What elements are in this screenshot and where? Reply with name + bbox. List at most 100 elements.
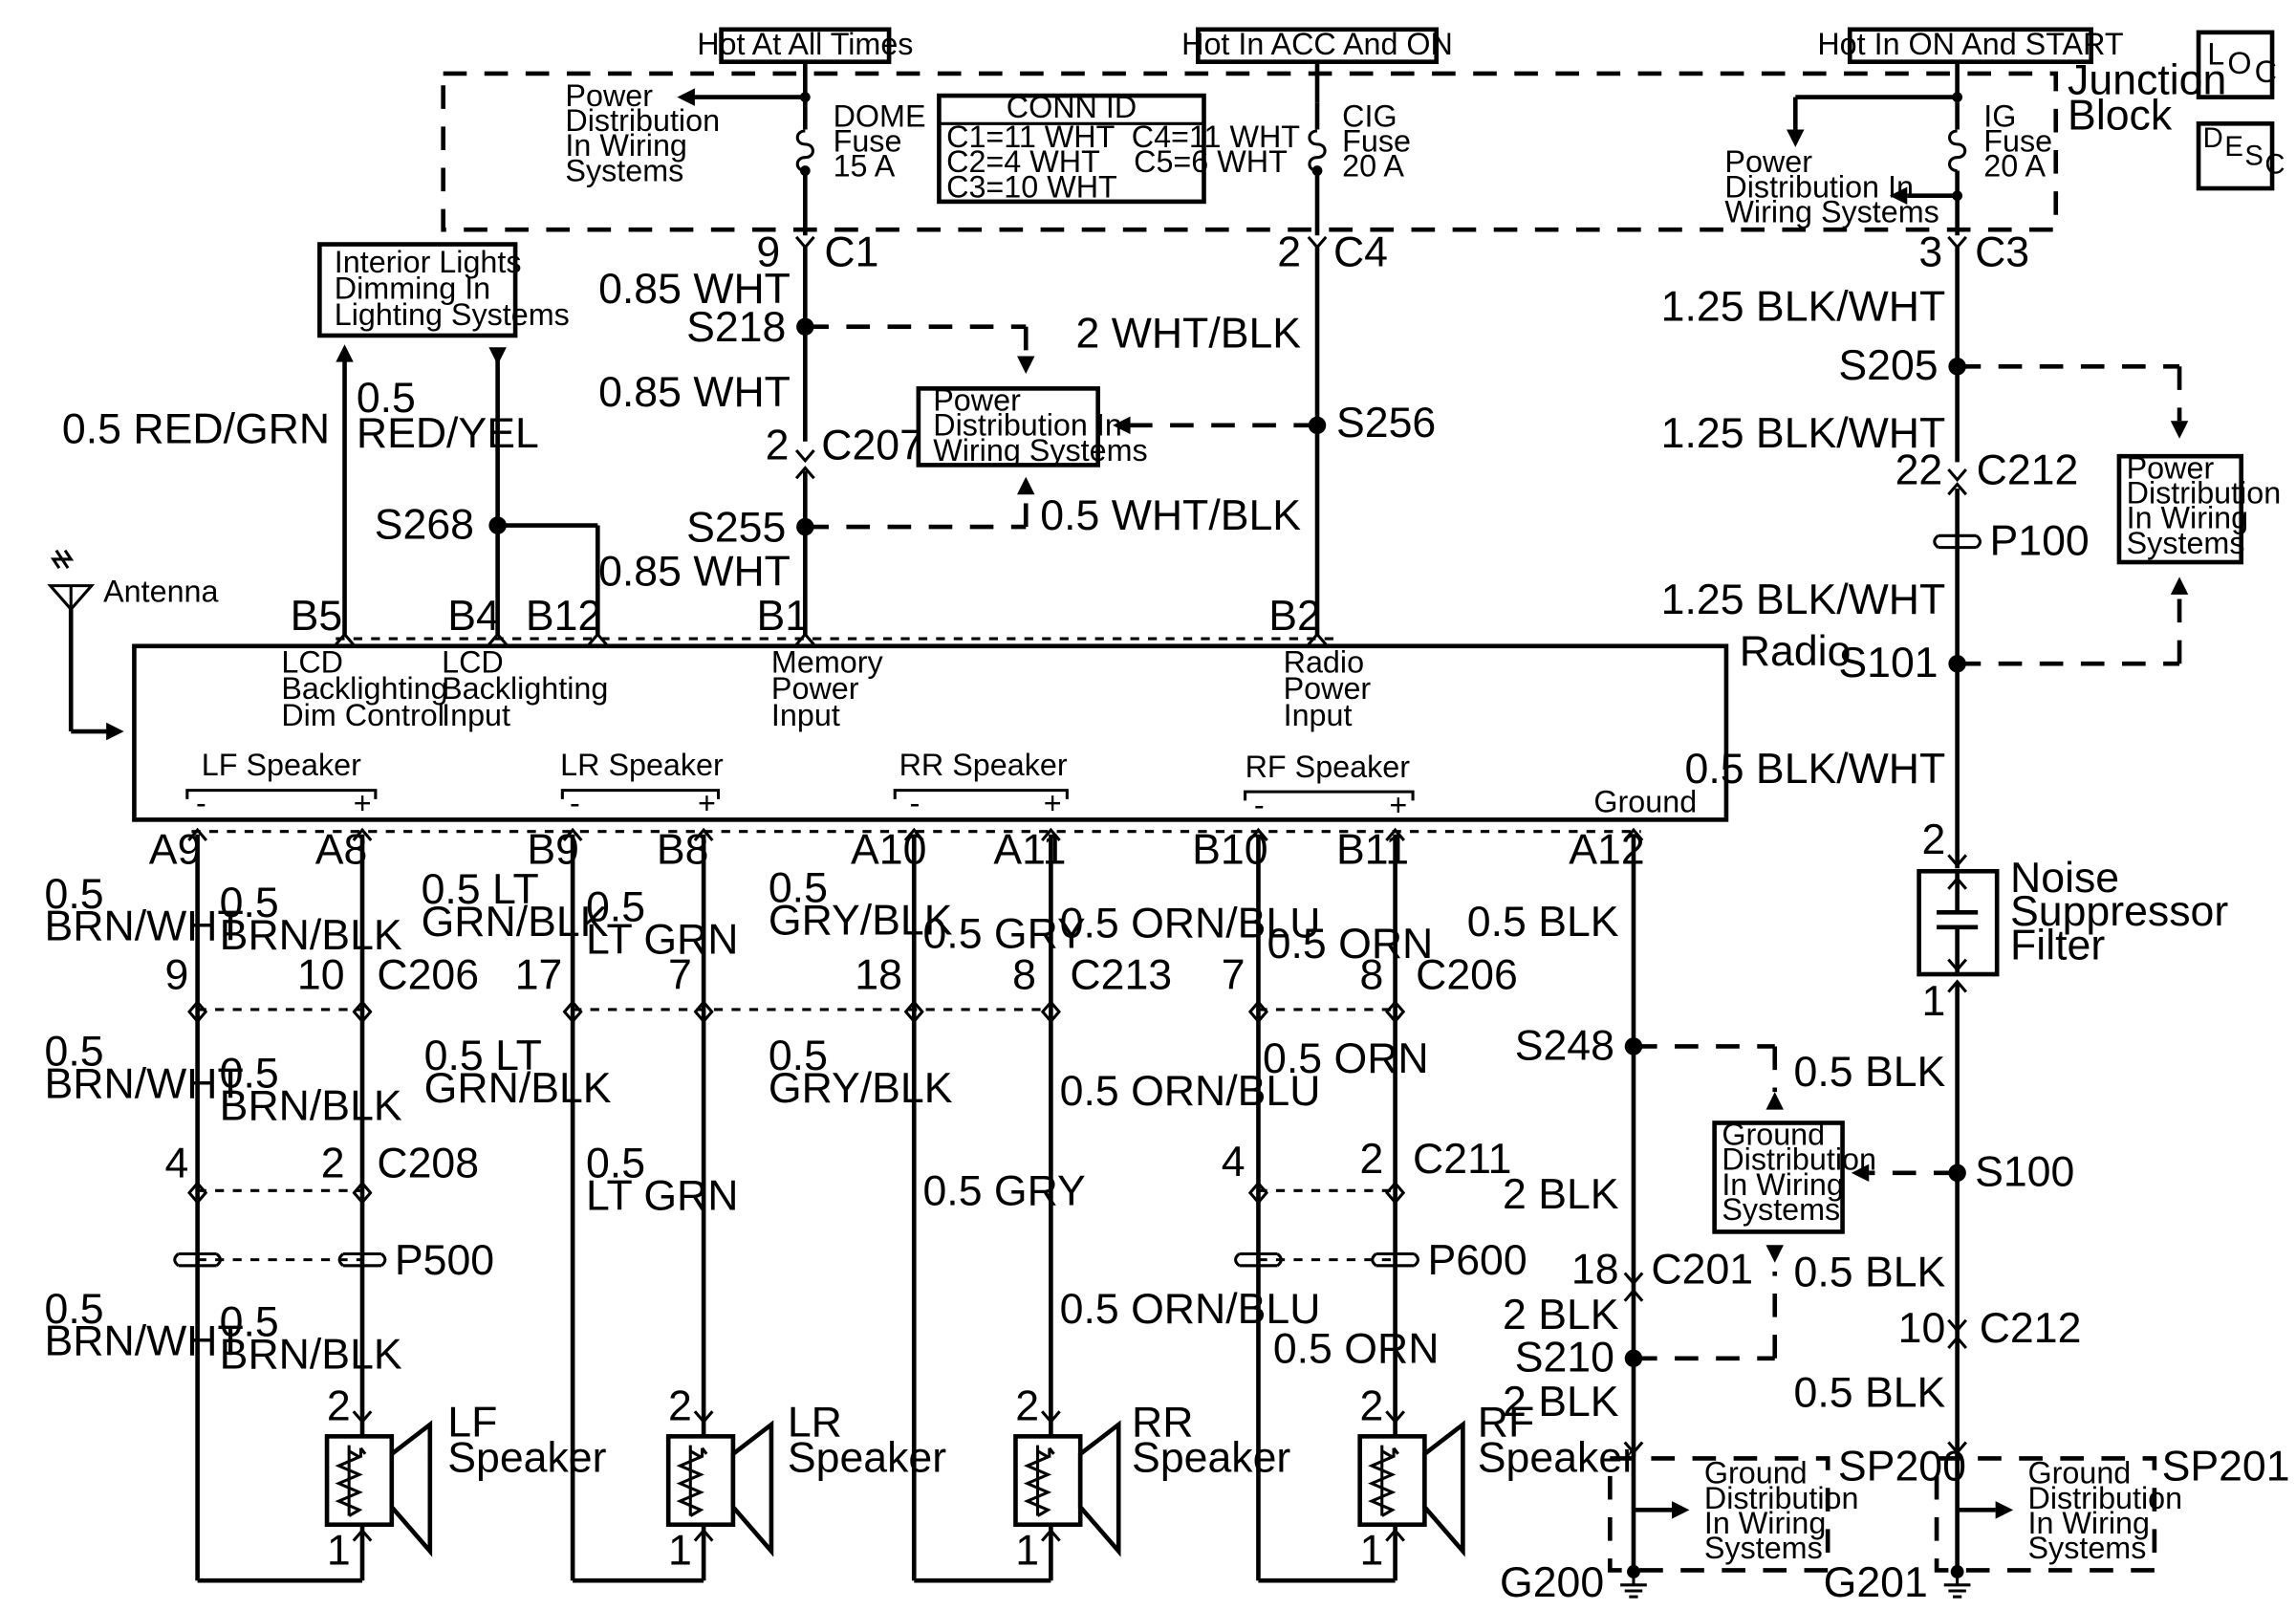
c3-cavity: 3 (1918, 229, 1942, 276)
dome-fuse-icon (795, 129, 814, 173)
c206-cavity: 10 (297, 951, 345, 998)
c212-connector-label: C212 (1977, 446, 2079, 493)
hot-in-on-box (1847, 27, 2094, 64)
s205-label: S205 (1838, 342, 1938, 389)
s218-label: S218 (686, 304, 786, 351)
loc-icon[interactable] (2196, 30, 2275, 99)
c207-cavity: 2 (766, 422, 790, 468)
wire-05-blk: 0.5 BLK (1794, 1049, 1946, 1096)
c4-cavity: 2 (1277, 229, 1301, 276)
c212-cavity: 10 (1898, 1305, 1946, 1352)
s101-label: S101 (1838, 640, 1938, 686)
radio-rr-speaker-output: RR Speaker - + (893, 748, 1069, 820)
speaker-pin: 1 (1359, 1527, 1383, 1574)
wire-orn-blu: 0.5 ORN/BLU (1060, 1286, 1321, 1333)
cig-fuse-icon (1308, 129, 1327, 173)
wire-05-blk-wht: 0.5 BLK/WHT (1685, 746, 1946, 793)
c211-cavity: 4 (1222, 1139, 1245, 1186)
sp201-label: SP201 (2162, 1444, 2290, 1490)
radio-lf-speaker-output: LF Speaker - + (185, 748, 378, 820)
speaker-pin: 1 (668, 1527, 692, 1574)
interior-lights-ref-box[interactable] (317, 242, 518, 338)
minus-sign: - (1254, 788, 1265, 822)
hot-at-all-times-label: Hot At All Times (697, 27, 913, 61)
c213-cavity: 17 (515, 951, 563, 998)
c208-cavity: 4 (165, 1140, 189, 1186)
plus-sign: + (698, 786, 716, 820)
g200-label: G200 (1500, 1559, 1604, 1606)
desc-icon[interactable] (2196, 120, 2275, 191)
speaker-pin: 2 (1015, 1382, 1039, 1429)
c4-connector-label: C4 (1333, 229, 1388, 276)
conn-id-box (937, 93, 1206, 205)
wire-orn: 0.5 ORN (1263, 1035, 1429, 1082)
g201-label: G201 (1824, 1559, 1928, 1606)
pin-b5: B5 (291, 593, 343, 640)
c208-connector-label: C208 (377, 1140, 479, 1186)
radio-speaker-label: LF Speaker (202, 748, 361, 782)
antenna-label: Antenna (103, 575, 218, 609)
radio-title: Radio (1740, 628, 1852, 675)
s256-label: S256 (1336, 400, 1436, 446)
nsf-pin: 1 (1921, 978, 1945, 1025)
wire-orn-blu: 0.5 ORN/BLU (1060, 1068, 1321, 1115)
conn-id-row: C2=4 WHT C5=6 WHT (946, 144, 1288, 179)
pd-right-box[interactable] (2116, 453, 2244, 565)
speaker-pin: 2 (1359, 1382, 1383, 1429)
c201-connector-label: C201 (1651, 1246, 1753, 1293)
conn-id-row: C3=10 WHT (946, 169, 1117, 204)
c208-cavity: 2 (321, 1140, 345, 1186)
conn-id-row: C1=11 WHT C4=11 WHT (946, 120, 1300, 154)
desc-label: DESC (2203, 123, 2285, 181)
minus-sign: - (196, 786, 206, 820)
s255-label: S255 (686, 504, 786, 551)
c1-cavity: 9 (756, 229, 780, 276)
c201-cavity: 18 (1571, 1246, 1619, 1293)
c212-connector-label: C212 (1980, 1305, 2082, 1352)
c211-cavity: 2 (1359, 1136, 1383, 1183)
pin-b1: B1 (757, 593, 810, 640)
wire-red-grn: 0.5 RED/GRN (62, 405, 330, 452)
pd-center-box[interactable] (916, 386, 1100, 468)
c213-connector-label: C213 (1070, 951, 1172, 998)
wire-2-wht-blk: 2 WHT/BLK (1076, 310, 1302, 357)
p600-label: P600 (1427, 1237, 1527, 1284)
plus-sign: + (1389, 788, 1407, 822)
wire-gry: 0.5 GRY (922, 910, 1085, 957)
radio-speaker-label: RF Speaker (1245, 750, 1411, 784)
hot-in-on-label: Hot In ON And START (1817, 27, 2123, 61)
junction-block-outline (441, 71, 2059, 232)
c206-connector-label: C206 (1416, 951, 1518, 998)
wire-blk: 0.5 BLK (1467, 899, 1619, 946)
pin-b4: B4 (447, 593, 500, 640)
ground-dist-ref-box[interactable] (1712, 1120, 1845, 1234)
radio-lr-speaker-output: LR Speaker - + (560, 748, 724, 820)
radio-rf-speaker-output: RF Speaker - + (1244, 750, 1415, 822)
wire-125-blk-wht: 1.25 BLK/WHT (1661, 284, 1946, 331)
wire-orn: 0.5 ORN (1273, 1325, 1440, 1372)
wire-05-blk: 0.5 BLK (1794, 1370, 1946, 1417)
